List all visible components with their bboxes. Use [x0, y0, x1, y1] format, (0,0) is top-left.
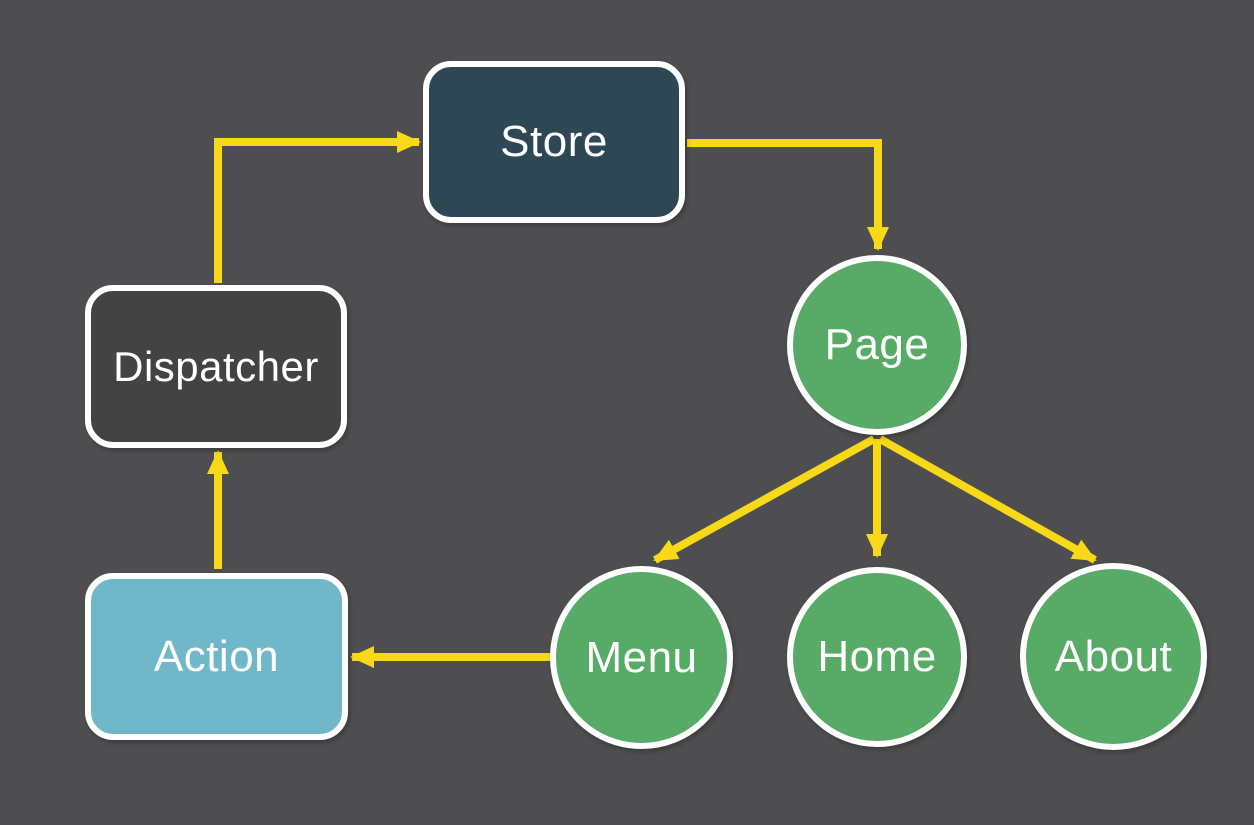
arrow-page-to-about — [878, 435, 1097, 564]
arrow-page-to-menu — [653, 435, 876, 564]
dispatcher-node: Dispatcher — [85, 285, 347, 448]
home-node: Home — [787, 567, 967, 747]
home-label: Home — [817, 632, 937, 681]
dispatcher-label: Dispatcher — [113, 342, 319, 390]
menu-node: Menu — [550, 566, 733, 749]
arrow-dispatcher-to-store — [214, 131, 421, 283]
arrow-store-to-page — [687, 139, 889, 251]
page-node: Page — [787, 255, 967, 435]
about-label: About — [1054, 631, 1173, 681]
menu-label: Menu — [585, 632, 698, 682]
page-label: Page — [824, 320, 930, 369]
store-node: Store — [423, 61, 685, 223]
store-label: Store — [500, 117, 608, 166]
action-node: Action — [85, 573, 348, 740]
action-label: Action — [153, 631, 280, 681]
about-node: About — [1020, 563, 1207, 750]
